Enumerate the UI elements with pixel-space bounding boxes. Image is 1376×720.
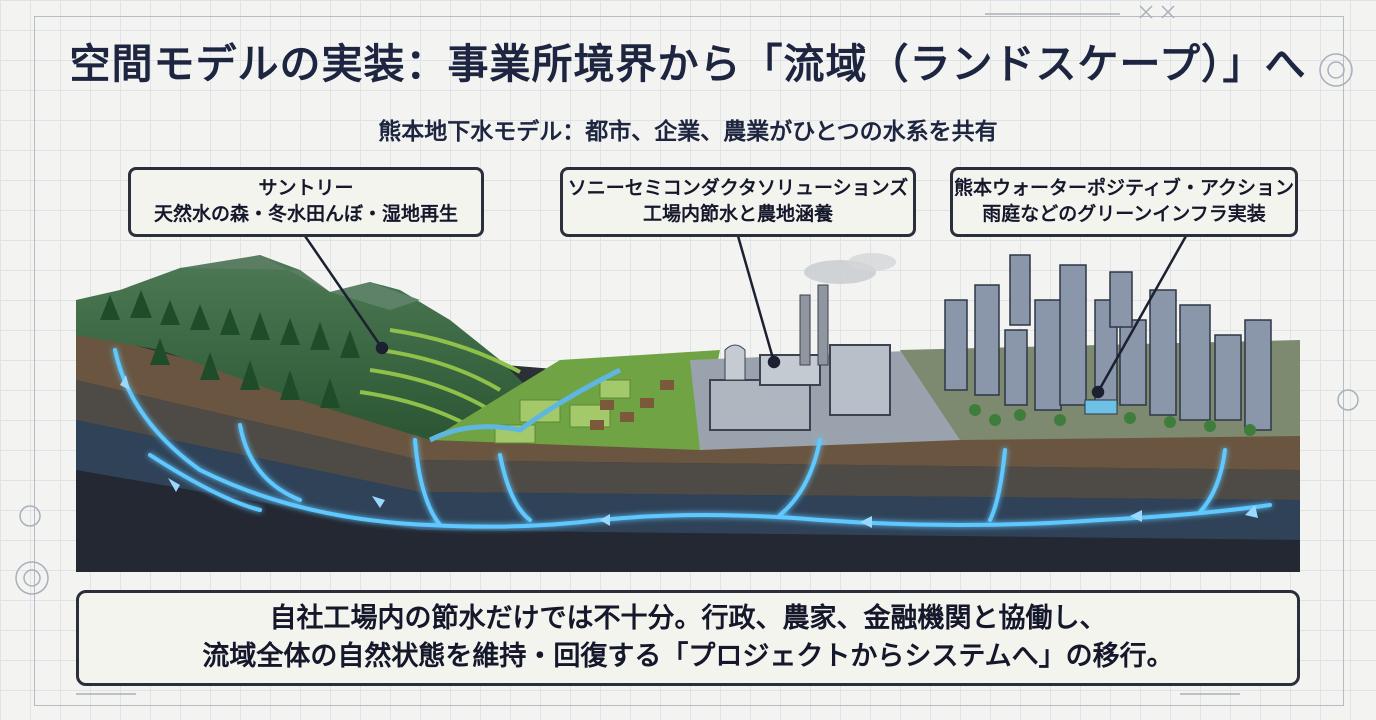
callout-suntory-line2: 天然水の森・冬水田んぼ・湿地再生 [153,203,458,225]
semiconductor-factory [690,253,960,450]
page-title: 空間モデルの実装：事業所境界から「流域（ランドスケープ）」へ [69,40,1307,88]
callout-kumamoto-line1: 熊本ウォーターポジティブ・アクション [954,177,1294,199]
flow-arrows [120,375,1258,528]
callout-suntory: サントリー 天然水の森・冬水田んぼ・湿地再生 [128,167,484,237]
forest-mountains [76,255,560,440]
callout-sony: ソニーセミコンダクタソリューションズ 工場内節水と農地涵養 [560,167,916,237]
callout-suntory-line1: サントリー [258,177,354,199]
blueprint-ornaments [15,5,1359,695]
city-skyline [900,254,1300,440]
conclusion-line1: 自社工場内の節水だけでは不十分。行政、農家、金融機関と協働し、 [269,603,1107,634]
farmland [428,350,720,450]
blueprint-frame [34,16,1344,706]
callout-kumamoto-line2: 雨庭などのグリーンインフラ実装 [982,203,1266,225]
page-subtitle: 熊本地下水モデル：都市、企業、農業がひとつの水系を共有 [378,119,998,145]
callout-kumamoto: 熊本ウォーターポジティブ・アクション 雨庭などのグリーンインフラ実装 [950,167,1298,237]
callout-pointers [303,235,1188,399]
callout-sony-line2: 工場内節水と農地涵養 [642,203,833,225]
conclusion-box: 自社工場内の節水だけでは不十分。行政、農家、金融機関と協働し、 流域全体の自然状… [76,590,1300,686]
conclusion-line2: 流域全体の自然状態を維持・回復する「プロジェクトからシステムへ」の移行。 [202,641,1174,672]
callout-sony-line1: ソニーセミコンダクタソリューションズ [567,177,909,199]
